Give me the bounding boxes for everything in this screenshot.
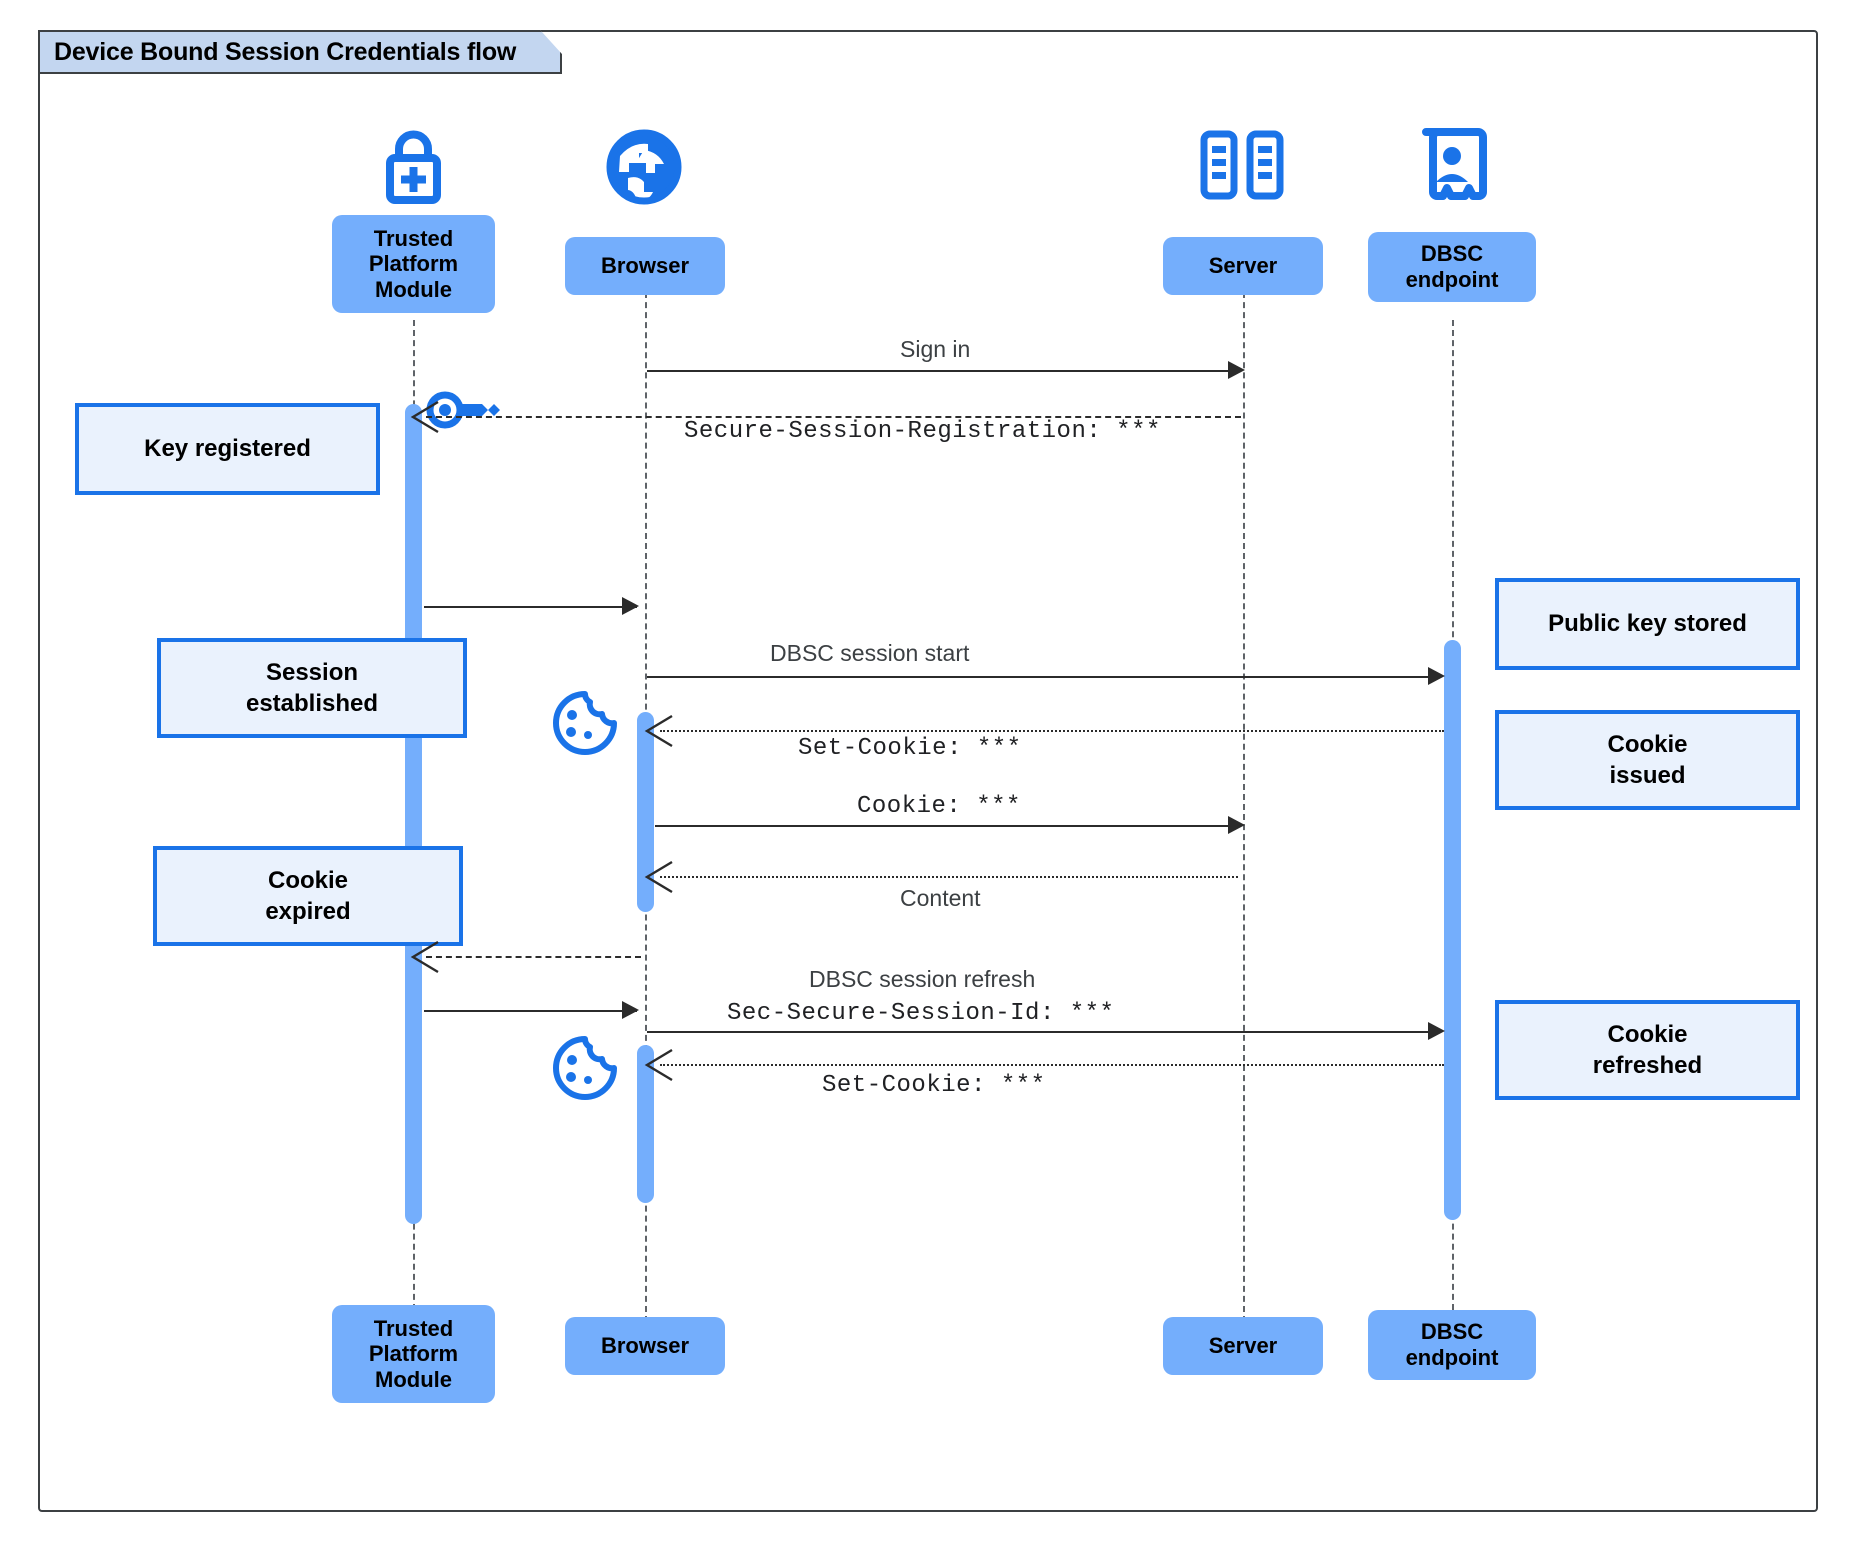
message-line-content: [660, 876, 1238, 878]
cookie-icon: [549, 690, 619, 756]
participant-header-server[interactable]: Server: [1163, 237, 1323, 295]
arrowhead-right: [1428, 1022, 1445, 1040]
message-line-sign-in: [647, 370, 1237, 372]
participant-label-line: Module: [375, 1366, 452, 1392]
note-text: Public key stored: [1548, 610, 1747, 638]
message-line-set-cookie-2: [660, 1064, 1444, 1066]
lifeline-server: [1243, 282, 1245, 1322]
activation-bar-dbsc: [1444, 640, 1461, 1220]
note-text-line: expired: [265, 898, 351, 925]
message-line-secure-session-registration: [426, 416, 1241, 418]
participant-footer-browser[interactable]: Browser: [565, 1317, 725, 1375]
note-key-registered: Key registered: [75, 403, 380, 495]
id-badge-icon: [1416, 126, 1488, 206]
diagram-title-tab: Device Bound Session Credentials flow: [38, 30, 562, 74]
participant-label-line: DBSC: [1420, 241, 1484, 267]
message-line-dbsc-session-start: [647, 676, 1437, 678]
arrowhead-right: [622, 1001, 639, 1019]
participant-footer-dbsc[interactable]: DBSC endpoint: [1368, 1310, 1536, 1380]
message-label-cookie: Cookie: ***: [857, 793, 1021, 820]
participant-label-line: Trusted: [373, 225, 454, 251]
participant-label-line: endpoint: [1405, 1345, 1499, 1370]
note-cookie-issued: Cookie issued: [1495, 710, 1800, 810]
arrowhead-open-left: [644, 1048, 674, 1082]
message-label-secure-session-registration: Secure-Session-Registration: ***: [684, 418, 1161, 445]
participant-label: Server: [1208, 253, 1278, 279]
note-text-line: Cookie: [267, 866, 348, 894]
note-text-line: refreshed: [1592, 1052, 1703, 1079]
note-text-line: Cookie: [1607, 1020, 1688, 1048]
note-cookie-expired: Cookie expired: [153, 846, 463, 946]
arrowhead-open-left: [410, 940, 440, 974]
activation-bar-browser-1: [637, 712, 654, 912]
participant-header-browser[interactable]: Browser: [565, 237, 725, 295]
message-label-set-cookie-1: Set-Cookie: ***: [798, 735, 1022, 762]
message-label-sec-secure-session-id: Sec-Secure-Session-Id: ***: [727, 1000, 1115, 1027]
participant-label-line: Module: [375, 276, 452, 302]
message-line-tpm-to-browser: [424, 606, 637, 608]
message-label-set-cookie-2: Set-Cookie: ***: [822, 1072, 1046, 1099]
padlock-plus-icon: [371, 125, 456, 205]
participant-label-line: DBSC: [1420, 1319, 1484, 1345]
activation-bar-browser-2: [637, 1045, 654, 1203]
participant-header-tpm[interactable]: Trusted Platform Module: [332, 215, 495, 313]
note-text-line: issued: [1609, 762, 1686, 789]
participant-label: Browser: [600, 1333, 690, 1359]
key-icon: [424, 386, 502, 434]
participant-header-dbsc[interactable]: DBSC endpoint: [1368, 232, 1536, 302]
arrowhead-right: [622, 597, 639, 615]
message-line-browser-to-tpm: [426, 956, 641, 958]
message-label-dbsc-session-refresh: DBSC session refresh: [809, 966, 1036, 992]
server-racks-icon: [1196, 128, 1288, 206]
note-text-line: established: [245, 690, 379, 717]
message-line-tpm-to-browser-2: [424, 1010, 637, 1012]
message-label-content: Content: [900, 885, 981, 911]
arrowhead-right: [1428, 667, 1445, 685]
message-label-sign-in: Sign in: [900, 336, 971, 362]
note-text: Key registered: [144, 435, 311, 463]
participant-label: Browser: [600, 253, 690, 279]
message-line-cookie: [655, 825, 1237, 827]
note-public-key-stored: Public key stored: [1495, 578, 1800, 670]
page-title: Device Bound Session Credentials flow: [54, 37, 517, 66]
globe-icon: [600, 126, 688, 208]
cookie-icon: [549, 1035, 619, 1101]
participant-footer-tpm[interactable]: Trusted Platform Module: [332, 1305, 495, 1403]
participant-label-line: Platform: [368, 251, 459, 277]
arrowhead-open-left: [644, 714, 674, 748]
participant-label-line: endpoint: [1405, 267, 1499, 292]
message-line-set-cookie-1: [660, 730, 1444, 732]
note-cookie-refreshed: Cookie refreshed: [1495, 1000, 1800, 1100]
arrowhead-open-left: [410, 400, 440, 434]
arrowhead-right: [1228, 361, 1245, 379]
note-session-established: Session established: [157, 638, 467, 738]
arrowhead-right: [1228, 816, 1245, 834]
activation-bar-tpm: [405, 404, 422, 1224]
participant-label: Server: [1208, 1333, 1278, 1359]
participant-label-line: Platform: [368, 1341, 459, 1367]
note-text-line: Cookie: [1607, 730, 1688, 758]
message-label-dbsc-session-start: DBSC session start: [770, 640, 970, 666]
participant-footer-server[interactable]: Server: [1163, 1317, 1323, 1375]
participant-label-line: Trusted: [373, 1315, 454, 1341]
message-line-dbsc-session-refresh: [647, 1031, 1437, 1033]
arrowhead-open-left: [644, 860, 674, 894]
note-text-line: Session: [265, 658, 359, 686]
